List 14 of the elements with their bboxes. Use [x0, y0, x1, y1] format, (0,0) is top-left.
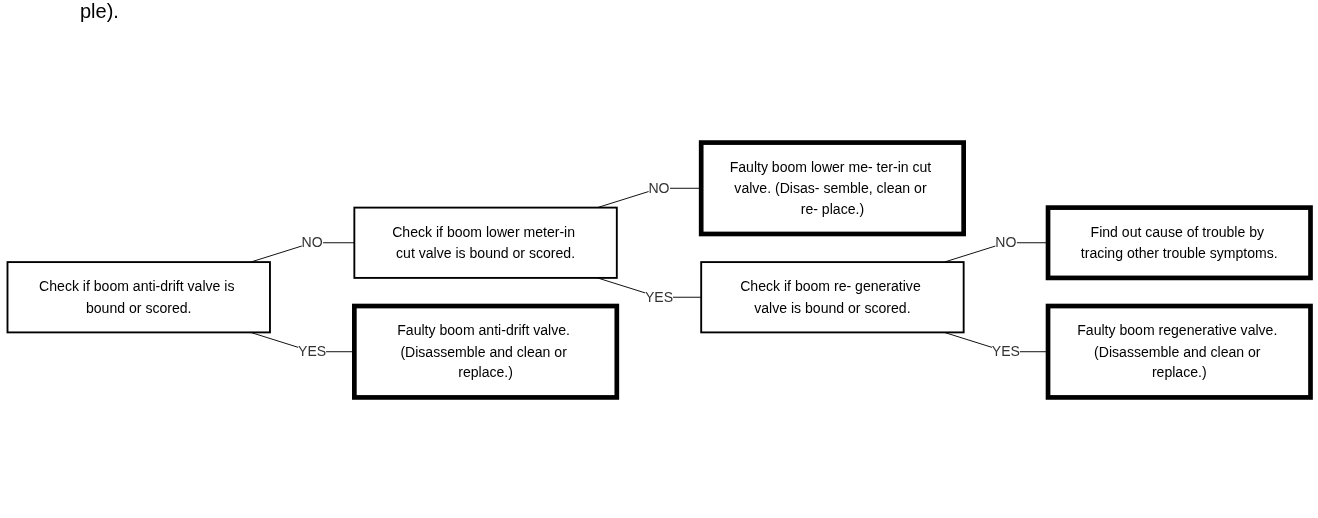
edge-label: NO: [995, 234, 1017, 251]
edge-label: NO: [301, 234, 323, 251]
edge-label: YES: [644, 288, 674, 305]
node-box: Check if boom lower meter-in cut valve is bound or scored.: [353, 206, 618, 279]
node-box: Find out cause of trouble by tracing other trouble symptoms.: [1045, 205, 1313, 281]
node-box: Check if boom anti-drift valve is bound or scored.: [6, 261, 271, 334]
edge-label: YES: [298, 343, 327, 359]
node-box: Faulty boom anti-drift valve. (Disassemble and clean or replace.): [352, 303, 620, 400]
edge-label: YES: [991, 343, 1020, 359]
note-text: ple).: [80, 0, 119, 23]
node-box: Faulty boom lower me- ter-in cut valve. (Disas- semble, clean or re- place.): [698, 140, 966, 237]
node-box: Check if boom re- generative valve is bound or scored.: [700, 261, 965, 334]
edge-label: NO: [648, 179, 670, 196]
node-box: Faulty boom regenerative valve. (Disassemble and clean or replace.): [1045, 303, 1313, 400]
